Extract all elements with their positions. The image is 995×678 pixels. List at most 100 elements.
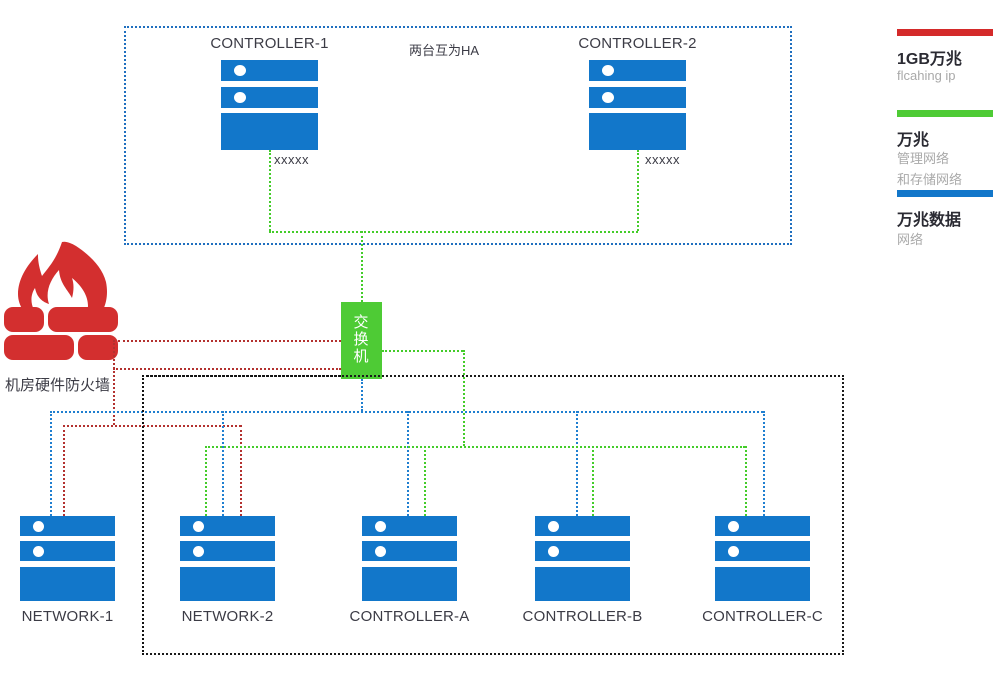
status-led-icon: [33, 521, 44, 532]
link-green-controller-b: [592, 446, 594, 520]
server-bay-middle: [589, 87, 686, 108]
link-blue-controller-b: [576, 411, 578, 520]
link-ha-to-switch: [361, 231, 363, 302]
legend-subtitle-1: flcahing ip: [897, 68, 956, 83]
link-switch-blue-down: [361, 379, 363, 411]
server-bay-middle: [362, 541, 457, 561]
legend-subtitle-3: 网络: [897, 232, 924, 247]
server-bay-middle: [20, 541, 115, 561]
status-led-icon: [548, 546, 559, 557]
legend-title-3: 万兆数据: [897, 212, 962, 229]
node-label: CONTROLLER-C: [702, 608, 823, 625]
server-controller-1[interactable]: CONTROLLER-1: [210, 35, 328, 150]
link-controller2-down: [637, 150, 639, 231]
node-label: CONTROLLER-A: [349, 608, 470, 625]
link-blue-network2: [222, 411, 224, 520]
link-firewall-to-switch: [118, 340, 341, 342]
port-label-controller-2: xxxxx: [645, 152, 680, 167]
firewall-icon[interactable]: [4, 240, 124, 365]
bus-red-down-left: [113, 340, 115, 425]
link-controller1-down: [269, 150, 271, 231]
status-led-icon: [728, 521, 739, 532]
status-led-icon: [728, 546, 739, 557]
server-bay-bottom: [221, 113, 318, 150]
server-bay-middle: [715, 541, 810, 561]
status-led-icon: [548, 521, 559, 532]
top-controller-zone: [124, 26, 792, 245]
legend-title-1: 1GB万兆: [897, 51, 962, 68]
server-bay-top: [715, 516, 810, 536]
link-red-network1: [63, 425, 65, 520]
server-controller-b[interactable]: CONTROLLER-B: [523, 516, 642, 625]
switch-label-char-2: 换: [353, 331, 370, 349]
switch-label-char-3: 机: [353, 347, 370, 365]
server-bay-top: [589, 60, 686, 81]
server-bay-middle: [535, 541, 630, 561]
server-bay-bottom: [20, 567, 115, 601]
link-red-network2: [240, 425, 242, 520]
port-label-controller-1: xxxxx: [274, 152, 309, 167]
status-led-icon: [375, 546, 386, 557]
legend-color-bar-1: [897, 29, 993, 36]
server-bay-bottom: [589, 113, 686, 150]
server-bay-top: [362, 516, 457, 536]
status-led-icon: [193, 521, 204, 532]
firewall-brick: [78, 335, 118, 360]
legend-color-bar-2: [897, 110, 993, 117]
server-network-1[interactable]: NETWORK-1: [20, 516, 115, 625]
status-led-icon: [234, 65, 246, 76]
server-bay-middle: [221, 87, 318, 108]
link-green-down-right: [463, 350, 465, 446]
server-controller-2[interactable]: CONTROLLER-2: [578, 35, 696, 150]
link-green-controller-c: [745, 446, 747, 520]
server-bay-bottom: [715, 567, 810, 601]
separator-black-1: [142, 375, 144, 655]
server-bay-top: [20, 516, 115, 536]
switch-label-char-1: 交: [353, 314, 370, 332]
link-ha-horizontal: [269, 231, 638, 233]
firewall-brick: [4, 335, 74, 360]
server-network-2[interactable]: NETWORK-2: [180, 516, 275, 625]
link-green-controller-a: [424, 446, 426, 520]
ha-note-label: 两台互为HA: [409, 43, 480, 58]
server-bay-bottom: [362, 567, 457, 601]
bus-red-lower: [63, 425, 241, 427]
bus-red-upper: [113, 368, 341, 370]
server-bay-top: [535, 516, 630, 536]
bus-green-main: [205, 446, 745, 448]
link-switch-green-right: [382, 350, 463, 352]
legend-color-bar-3: [897, 190, 993, 197]
status-led-icon: [602, 92, 614, 103]
legend-title-2: 万兆: [897, 132, 930, 149]
server-bay-bottom: [180, 567, 275, 601]
status-led-icon: [375, 521, 386, 532]
legend-panel: 1GB万兆 flcahing ip 万兆 管理网络 和存储网络 万兆数据 网络: [897, 20, 993, 250]
link-green-network2: [205, 446, 207, 520]
bus-blue-main: [50, 411, 763, 413]
legend-subtitle-2b: 和存储网络: [897, 172, 963, 187]
server-bay-middle: [180, 541, 275, 561]
link-blue-controller-a: [407, 411, 409, 520]
link-blue-network1: [50, 411, 52, 520]
server-bay-bottom: [535, 567, 630, 601]
firewall-label: 机房硬件防火墙: [5, 377, 111, 394]
server-label: CONTROLLER-1: [210, 35, 329, 52]
node-label: CONTROLLER-B: [522, 608, 643, 625]
bus-black-left: [142, 375, 341, 377]
node-label: NETWORK-1: [21, 608, 114, 625]
server-controller-a[interactable]: CONTROLLER-A: [350, 516, 469, 625]
server-bay-top: [180, 516, 275, 536]
firewall-brick: [48, 307, 118, 332]
status-led-icon: [33, 546, 44, 557]
legend-subtitle-2a: 管理网络: [897, 151, 950, 166]
firewall-brick: [4, 307, 44, 332]
server-bay-top: [221, 60, 318, 81]
node-label: NETWORK-2: [181, 608, 274, 625]
status-led-icon: [193, 546, 204, 557]
firewall-flame-icon: [18, 241, 107, 310]
server-label: CONTROLLER-2: [578, 35, 697, 52]
server-controller-c[interactable]: CONTROLLER-C: [702, 516, 823, 625]
switch-node[interactable]: 交 换 机: [341, 302, 382, 379]
status-led-icon: [234, 92, 246, 103]
